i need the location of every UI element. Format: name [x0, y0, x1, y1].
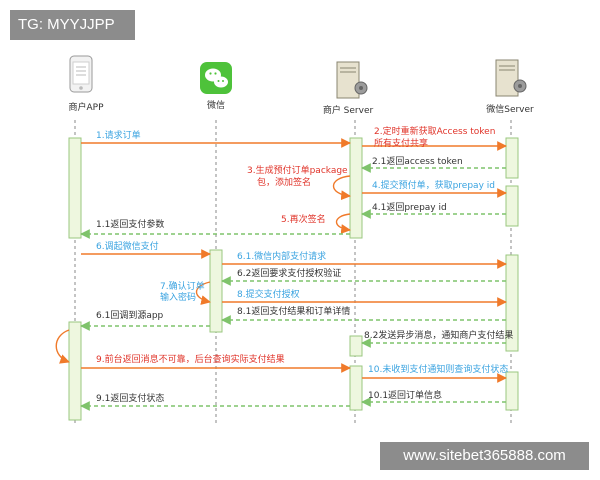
message-label: 1.1返回支付参数	[96, 218, 164, 230]
activation-bar	[505, 371, 519, 411]
phone-icon	[69, 55, 93, 93]
self-message-arrow	[195, 281, 211, 305]
activation-bar	[349, 137, 363, 239]
wechat-icon	[200, 62, 232, 94]
message-label: 输入密码	[160, 291, 196, 303]
message-label: 4.1返回prepay id	[372, 201, 447, 213]
message-label: 9.前台返回消息不可靠，后台查询实际支付结果	[96, 353, 285, 365]
message-label: 所有支付共享	[374, 137, 428, 149]
activation-bar	[349, 335, 363, 357]
message-label: 6.调起微信支付	[96, 240, 159, 252]
self-message-arrow	[335, 213, 351, 234]
message-label: 10.未收到支付通知则查询支付状态	[368, 363, 508, 375]
message-label: 5.再次签名	[281, 213, 326, 225]
message-label: 7.确认订单	[160, 280, 205, 292]
message-label: 9.1返回支付状态	[96, 392, 164, 404]
participant-label-merchant-server: 商户 Server	[323, 104, 374, 116]
message-label: 6.1.微信内部支付请求	[237, 250, 326, 262]
message-label: 10.1返回订单信息	[368, 389, 442, 401]
activation-bar	[505, 137, 519, 179]
server-icon	[336, 61, 368, 99]
message-label: 6.2返回要求支付授权验证	[237, 267, 341, 279]
watermark-label-bottom: www.sitebet365888.com	[380, 442, 589, 470]
activation-bar	[505, 185, 519, 227]
activation-bar	[209, 249, 223, 333]
activation-bar	[68, 137, 82, 239]
message-label: 6.1回调到源app	[96, 309, 164, 321]
message-label: 2.定时重新获取Access token	[374, 125, 495, 137]
message-label: 8.2发送异步消息，通知商户支付结果	[364, 329, 513, 341]
message-label: 3.生成预付订单package	[247, 164, 348, 176]
message-label: 包，添加签名	[257, 176, 311, 188]
message-label: 4.提交预付单，获取prepay id	[372, 179, 495, 191]
watermark-label-top: TG: MYYJJPP	[10, 10, 135, 40]
self-message-arrow	[332, 175, 351, 201]
message-label: 2.1返回access token	[372, 155, 463, 167]
message-label: 8.1返回支付结果和订单详情	[237, 305, 350, 317]
message-label: 1.请求订单	[96, 129, 141, 141]
participant-label-wechat-server: 微信Server	[486, 103, 534, 115]
self-message-arrow	[55, 329, 70, 364]
message-label: 8.提交支付授权	[237, 288, 300, 300]
participant-label-wechat: 微信	[207, 99, 225, 111]
participant-label-merchant-app: 商户APP	[68, 101, 104, 113]
activation-bar	[349, 365, 363, 411]
server-icon	[495, 59, 527, 97]
activation-bar	[68, 321, 82, 421]
